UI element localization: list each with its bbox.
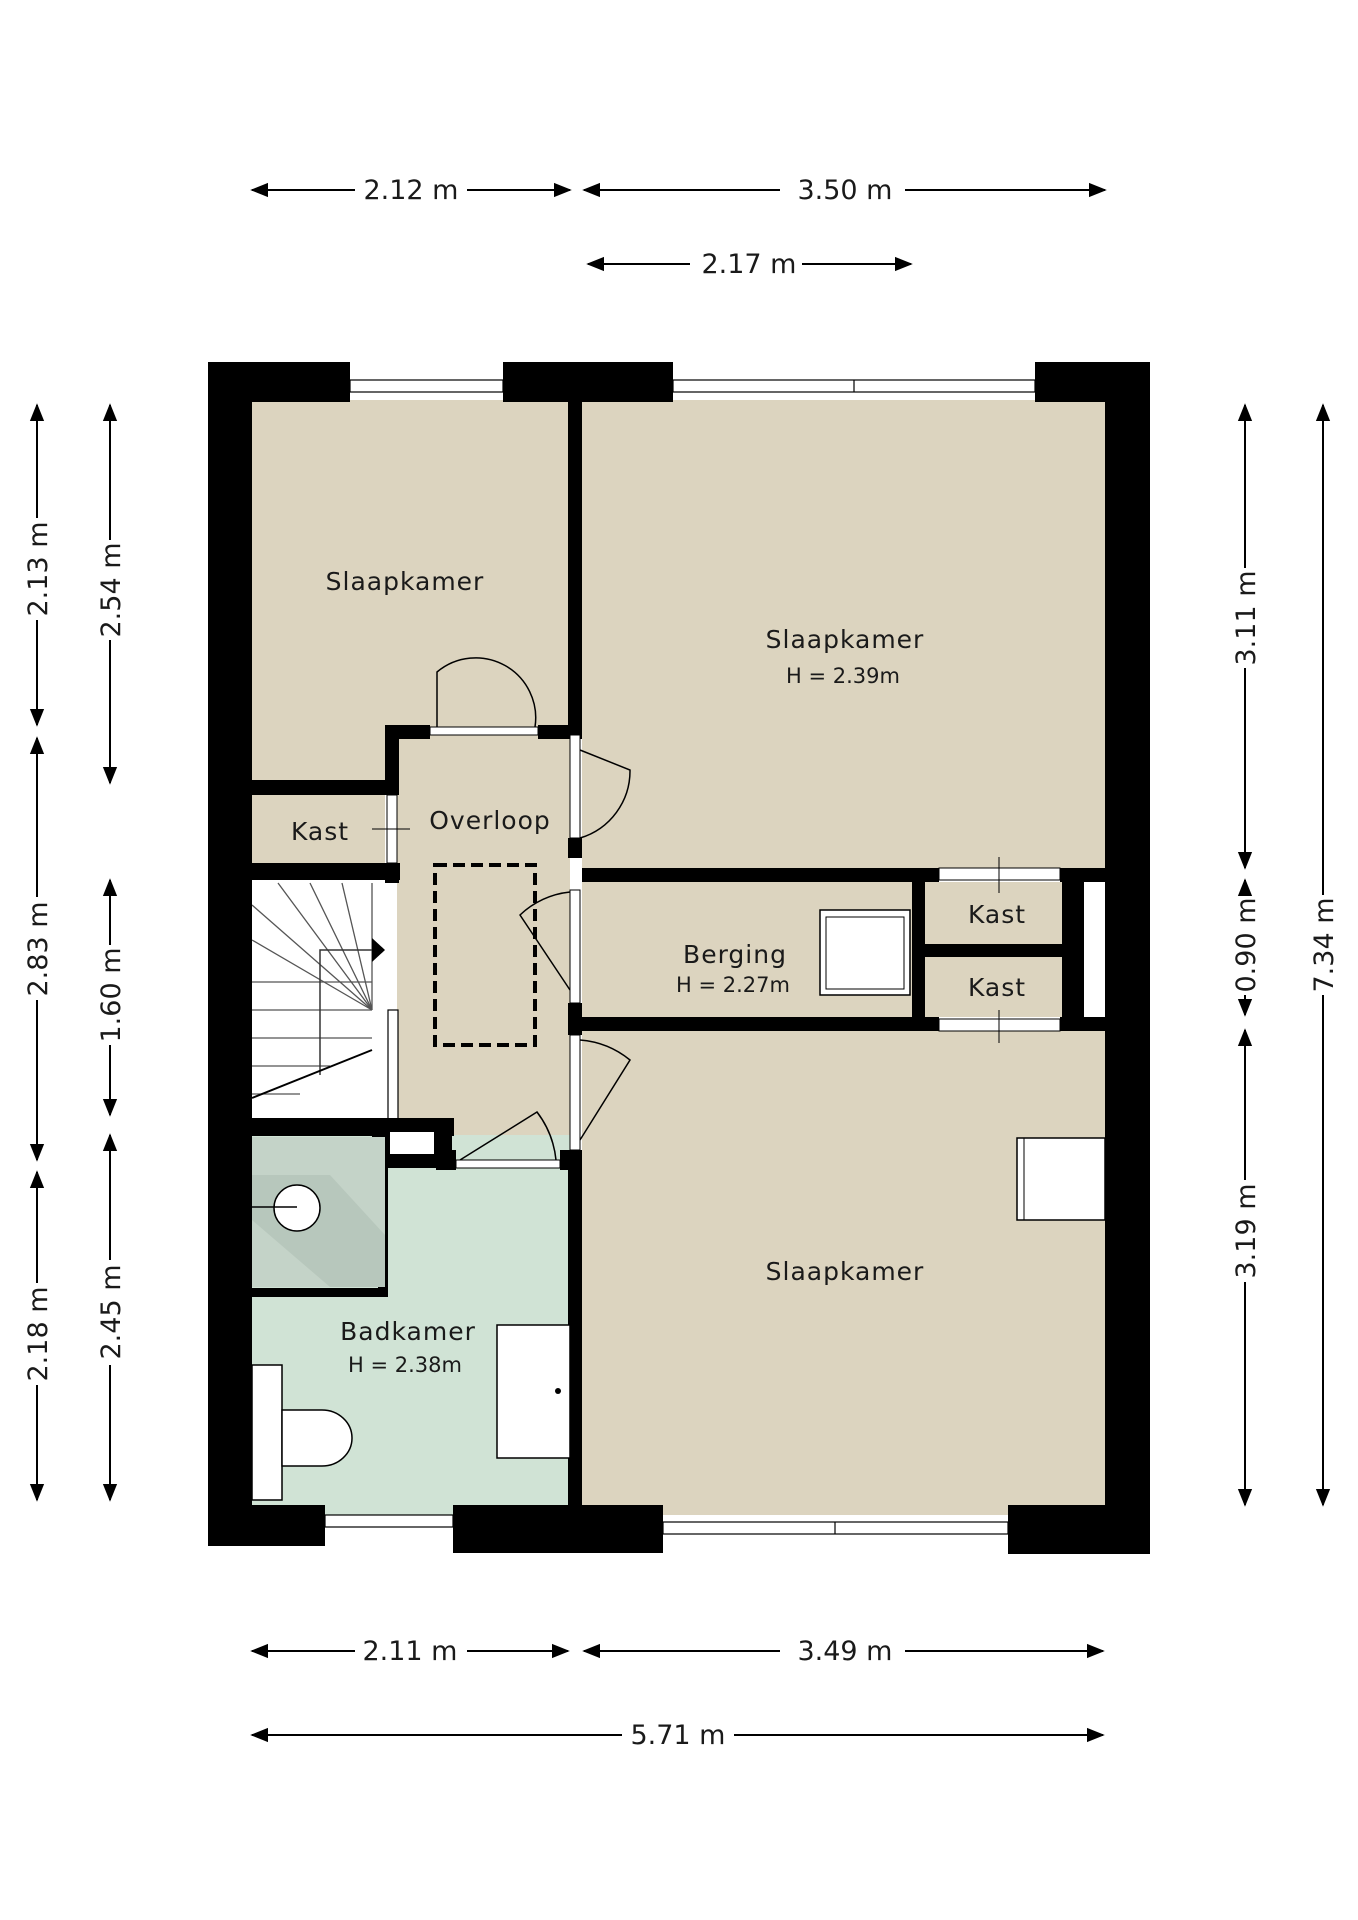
dim-left-outer-1: 2.13 m <box>23 521 54 616</box>
dim-bottom-left: 2.11 m <box>362 1636 457 1667</box>
fixtures <box>251 863 1106 1501</box>
attic-hatch <box>433 863 537 1047</box>
dim-right-inner-2: 0.90 m <box>1231 897 1262 992</box>
doors <box>372 657 1061 1169</box>
shower-drain <box>273 1184 321 1232</box>
wardrobe-bottom <box>1016 1137 1106 1221</box>
window-bottom-left <box>324 1514 454 1528</box>
room-label-overloop: Overloop <box>429 806 551 835</box>
dim-top-left: 2.12 m <box>363 175 458 206</box>
floor-kast-left <box>250 795 385 863</box>
floor-kast-bottom <box>925 957 1062 1017</box>
floor-overloop <box>397 738 570 1170</box>
room-label-kast-left: Kast <box>291 817 349 846</box>
dim-left-outer-3: 2.18 m <box>23 1286 54 1381</box>
toilet-tank <box>251 1364 283 1501</box>
room-labels: Slaapkamer Slaapkamer H = 2.39m Overloop… <box>291 567 1026 1377</box>
floor-kast-top <box>925 882 1062 944</box>
room-label-slaapkamer-top-right: Slaapkamer <box>766 625 925 654</box>
dim-right-inner-3: 3.19 m <box>1231 1183 1262 1278</box>
dimensions-horizontal: 2.12 m 3.50 m 2.17 m 2.11 m 3.49 m 5.71 … <box>250 175 1107 1751</box>
room-label-badkamer: Badkamer <box>340 1317 476 1346</box>
dimensions-vertical: 2.13 m 2.83 m 2.18 m 2.54 m 1.60 m 2.45 … <box>23 403 1340 1507</box>
dim-bottom-right: 3.49 m <box>797 1636 892 1667</box>
walls <box>208 362 1150 1554</box>
room-height-badkamer: H = 2.38m <box>348 1353 462 1377</box>
floor-stairwell <box>250 880 385 1120</box>
dim-left-inner-2: 1.60 m <box>96 947 127 1042</box>
room-label-kast-bottom: Kast <box>968 973 1026 1002</box>
dim-right-inner-1: 3.11 m <box>1231 570 1262 665</box>
floor-slaapkamer-bottom <box>582 1028 1107 1515</box>
room-height-berging: H = 2.27m <box>676 973 790 997</box>
room-height-slaapkamer-top-right: H = 2.39m <box>786 664 900 688</box>
window-top-left <box>349 379 504 393</box>
room-floors <box>250 400 1107 1515</box>
dim-left-inner-1: 2.54 m <box>96 542 127 637</box>
toilet-bowl <box>281 1409 353 1467</box>
floor-slaapkamer-top-left <box>250 400 570 780</box>
windows <box>324 379 1036 1535</box>
dim-top-inner: 2.17 m <box>701 249 796 280</box>
dim-bottom-total: 5.71 m <box>630 1720 725 1751</box>
dim-left-outer-2: 2.83 m <box>23 901 54 996</box>
staircase <box>251 882 399 1121</box>
floor-slaapkamer-top-right <box>582 400 1107 870</box>
room-label-slaapkamer-top-left: Slaapkamer <box>326 567 485 596</box>
room-label-slaapkamer-bottom: Slaapkamer <box>766 1257 925 1286</box>
room-label-berging: Berging <box>683 940 787 969</box>
room-label-kast-top: Kast <box>968 900 1026 929</box>
dim-top-right: 3.50 m <box>797 175 892 206</box>
dim-right-outer-total: 7.34 m <box>1309 897 1340 992</box>
appliance-box <box>819 909 911 996</box>
dim-left-inner-3: 2.45 m <box>96 1264 127 1359</box>
